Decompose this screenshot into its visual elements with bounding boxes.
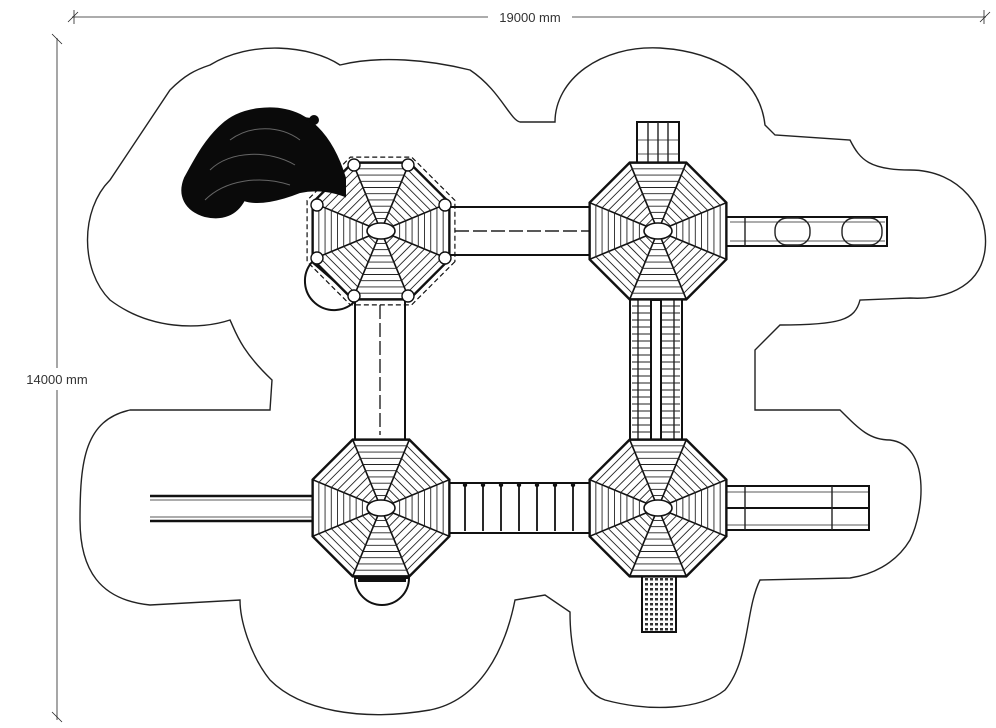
- safety-zone-outline: [79, 47, 987, 716]
- ladder-top: [636, 121, 680, 168]
- width-dimension-label: 19000 mm: [499, 10, 560, 25]
- tower-top-right: [588, 161, 728, 301]
- width-dimension: 19000 mm: [67, 10, 991, 25]
- tower-top-left-railing: [306, 156, 456, 306]
- straight-slide-right: [714, 485, 870, 531]
- straight-slide-left: [150, 494, 320, 523]
- tower-bottom-left: [311, 438, 451, 578]
- tower-bottom-right: [588, 438, 728, 578]
- bridge-top: [444, 206, 596, 256]
- climbing-net-bottom: [641, 571, 677, 633]
- tower-top-left: [311, 161, 451, 301]
- half-platform-bottom-left: [353, 577, 411, 606]
- height-dimension: 14000 mm: [26, 33, 88, 723]
- tube-slide-right: [714, 216, 888, 247]
- height-dimension-label: 14000 mm: [26, 372, 87, 387]
- spiral-tube-slide: [181, 107, 346, 219]
- bridge-bottom: [439, 482, 596, 534]
- bridge-left: [354, 291, 406, 445]
- ladder-bridge-right: [629, 294, 683, 444]
